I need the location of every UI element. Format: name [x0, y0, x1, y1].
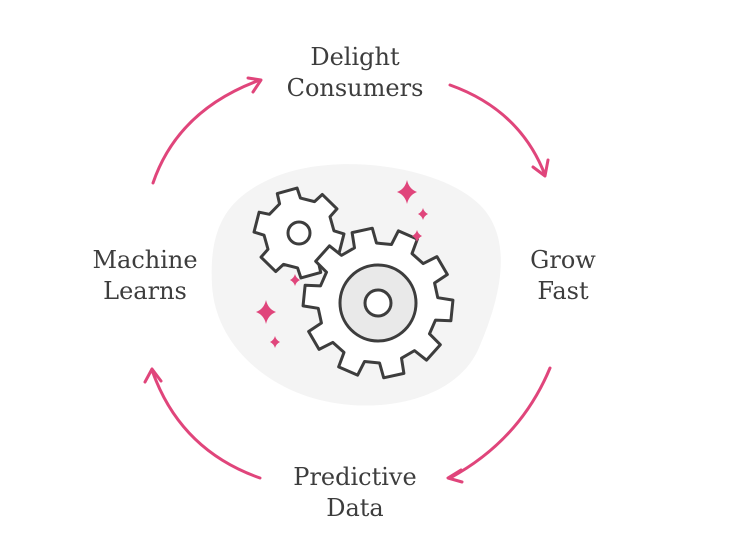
node-delight-consumers: Delight Consumers: [255, 42, 455, 104]
node-label-line: Delight: [310, 43, 400, 71]
node-label-line: Grow: [530, 246, 596, 274]
sparkle-icon: [256, 300, 276, 324]
large-gear-hole: [363, 288, 393, 318]
sparkle-icon: [270, 336, 280, 348]
node-predictive-data: Predictive Data: [255, 462, 455, 524]
arrow-bottom-left: [143, 367, 262, 480]
large-gear-icon: [301, 226, 455, 380]
arrow-top-right: [448, 83, 550, 178]
node-machine-learns: Machine Learns: [75, 245, 215, 307]
sparkle-icon: [412, 230, 422, 242]
node-label-line: Learns: [103, 277, 187, 305]
arrow-bottom-right: [446, 366, 552, 484]
node-label-line: Consumers: [286, 74, 424, 102]
node-label-line: Data: [326, 494, 384, 522]
node-label-line: Predictive: [293, 463, 417, 491]
sparkle-icon: [290, 274, 300, 286]
sparkle-icon: [418, 208, 428, 220]
node-grow-fast: Grow Fast: [498, 245, 628, 307]
arrow-top-left: [151, 76, 263, 185]
node-label-line: Machine: [92, 246, 198, 274]
small-gear-hole: [286, 220, 312, 246]
node-label-line: Fast: [537, 277, 589, 305]
sparkle-icon: [397, 180, 417, 204]
